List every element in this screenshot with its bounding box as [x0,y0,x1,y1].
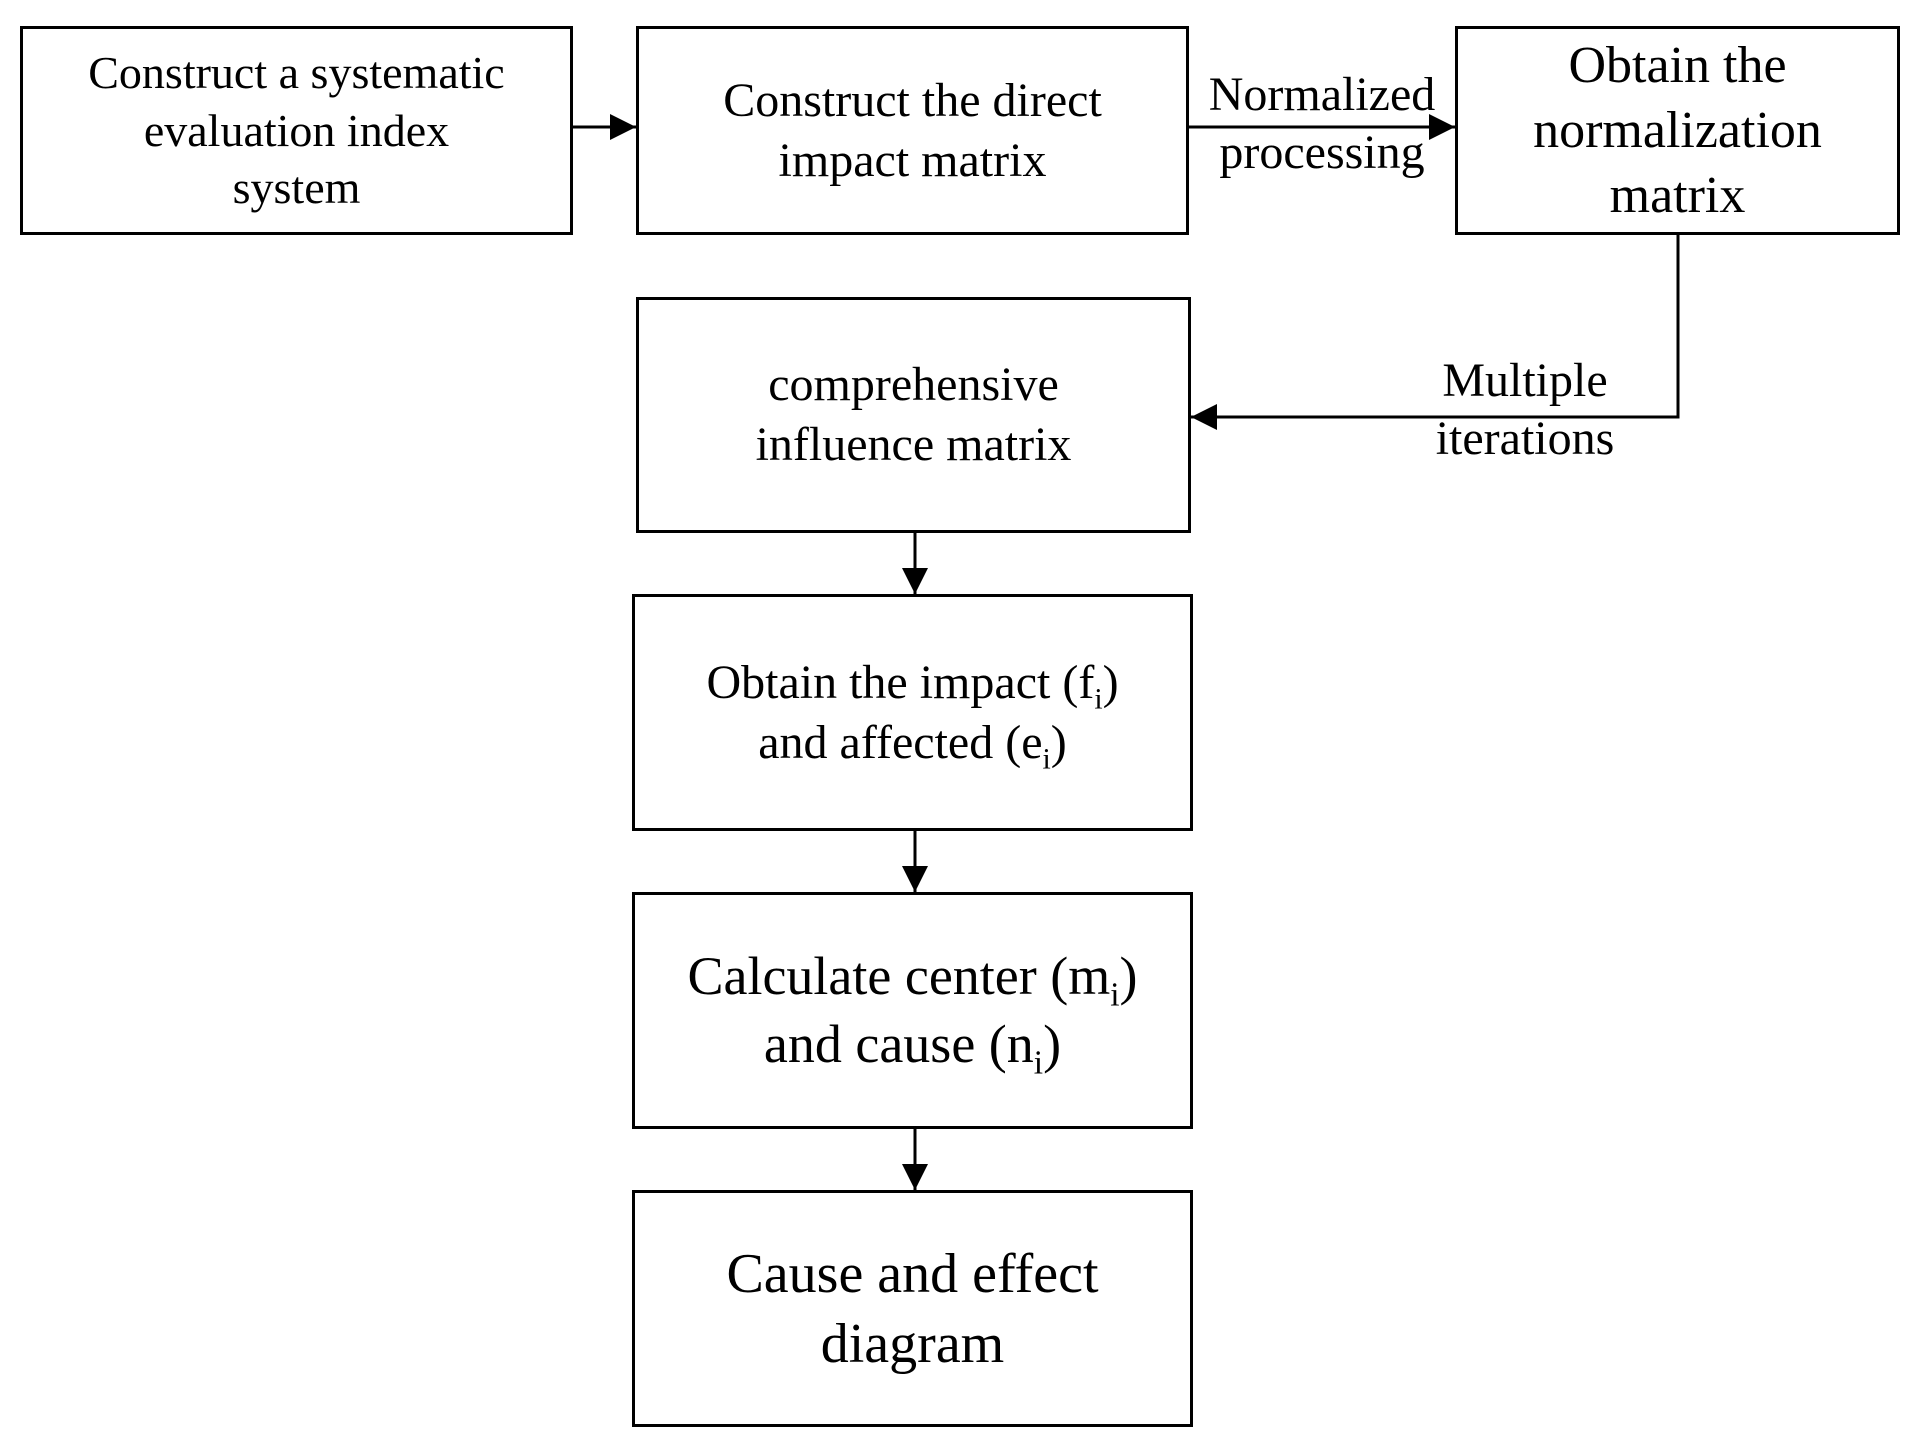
node-line: Cause and effect [726,1242,1099,1305]
node-construct-direct-matrix: Construct the direct impact matrix [636,26,1189,235]
node-line-tail: ) [1119,946,1138,1006]
node-line-tail: ) [1102,655,1119,709]
subscript-i: i [1042,741,1051,775]
node-line: comprehensive [768,358,1059,411]
node-line-text: and affected (e [758,715,1043,769]
node-line: Calculate center (mi) [687,943,1138,1014]
edge-label-line: Normalized [1208,68,1436,121]
node-line-text: and cause (n [763,1013,1034,1074]
node-line: and cause (ni) [763,1011,1062,1082]
node-line: influence matrix [755,418,1072,471]
node-normalization-matrix: Obtain the normalization matrix [1455,26,1900,235]
edge-label-normalized-processing: Normalized processing [1184,66,1460,181]
edge-label-line: processing [1219,125,1425,179]
node-line-text: Calculate center (m [687,946,1111,1006]
node-line: diagram [820,1312,1005,1375]
node-line-tail: ) [1050,715,1067,769]
node-construct-index-system: Construct a systematic evaluation index … [20,26,573,235]
subscript-i: i [1033,1044,1044,1082]
edge-label-line: iterations [1435,411,1615,465]
node-line: and affected (ei) [758,713,1067,775]
node-line: system [232,162,361,214]
node-center-cause: Calculate center (mi) and cause (ni) [632,892,1193,1129]
node-line: Construct the direct [723,73,1102,127]
node-line: Obtain the impact (fi) [706,653,1119,715]
node-comprehensive-influence-matrix: comprehensive influence matrix [636,297,1191,533]
node-line: normalization [1533,102,1822,159]
node-line-tail: ) [1043,1013,1062,1074]
node-line: impact matrix [778,133,1047,187]
subscript-i: i [1110,976,1120,1014]
node-cause-effect-diagram: Cause and effect diagram [632,1190,1193,1427]
node-line: evaluation index [143,104,450,156]
edge-label-line: Multiple [1442,354,1608,407]
edge-label-multiple-iterations: Multiple iterations [1380,352,1670,467]
node-line-text: Obtain the impact (f [706,655,1095,709]
subscript-i: i [1094,681,1103,715]
arrow-normalization-to-comprehensive [1191,235,1680,430]
node-impact-affected: Obtain the impact (fi) and affected (ei) [632,594,1193,831]
node-line: matrix [1609,167,1746,224]
node-line: Construct a systematic [88,47,505,99]
node-line: Obtain the [1568,37,1787,94]
